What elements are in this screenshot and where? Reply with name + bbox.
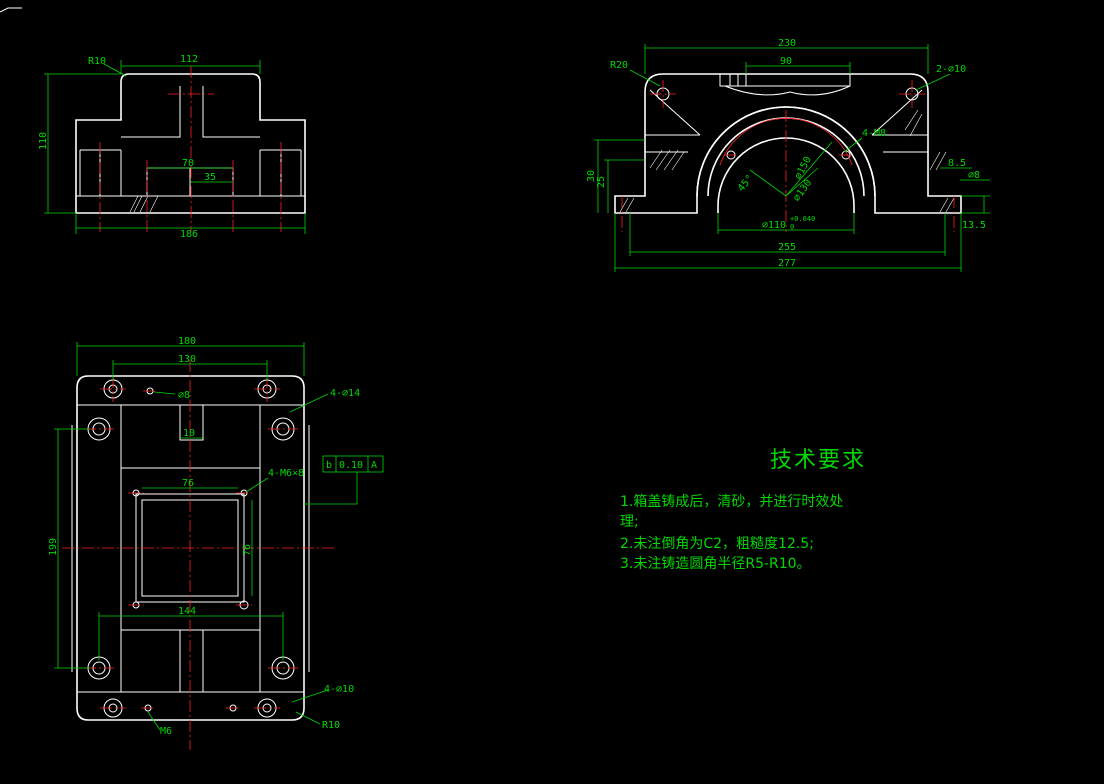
side-outline bbox=[614, 73, 962, 214]
side-dim-277-line bbox=[614, 213, 962, 272]
tolerance-symbol: b bbox=[326, 460, 332, 471]
side-dim-90-line bbox=[745, 62, 851, 74]
top-dim-pin: ⌀8 bbox=[178, 390, 190, 401]
side-centerlines bbox=[621, 80, 955, 232]
side-dim-r20: R20 bbox=[610, 60, 628, 71]
side-view: 230 90 R20 2-⌀10 4-M8 ⌀150 ⌀130 45° ⌀110… bbox=[586, 38, 990, 272]
side-dim-255-line bbox=[629, 213, 946, 256]
side-inner-lines bbox=[645, 89, 928, 153]
top-dim-r10: R10 bbox=[322, 720, 340, 731]
side-hatch bbox=[619, 109, 955, 213]
side-dim-angle: 45° bbox=[736, 173, 756, 194]
side-dim-25: 25 bbox=[596, 176, 607, 188]
side-dim-230: 230 bbox=[778, 38, 796, 49]
front-leader-r10 bbox=[103, 63, 127, 77]
front-dim-112: 112 bbox=[180, 54, 198, 65]
corner-mark bbox=[0, 7, 22, 13]
side-dim-bore: ⌀110 bbox=[762, 220, 786, 231]
side-dim-30-25-lines bbox=[594, 139, 645, 213]
top-tolerance-leader bbox=[304, 472, 358, 505]
tolerance-datum: A bbox=[371, 460, 377, 471]
side-bore-outer bbox=[696, 106, 876, 197]
front-dim-110-line bbox=[44, 73, 121, 214]
top-leaders bbox=[147, 391, 329, 731]
side-leaders bbox=[629, 69, 951, 153]
front-dim-radius: R10 bbox=[88, 56, 106, 67]
notes-title: 技术要求 bbox=[770, 448, 867, 473]
front-dim-70: 70 bbox=[182, 158, 194, 169]
top-dim-m6: M6 bbox=[160, 726, 172, 737]
top-dim-76-v: 76 bbox=[242, 544, 253, 556]
side-bore-leaders bbox=[749, 141, 833, 197]
top-centerlines bbox=[62, 360, 335, 750]
top-dim-holes-large: 4-⌀14 bbox=[330, 388, 360, 399]
side-bolt-circle bbox=[719, 118, 853, 166]
tolerance-frame: b 0.10 A bbox=[322, 455, 384, 473]
side-dim-tol-upper: +0.040 bbox=[790, 215, 815, 223]
side-dim-foot-a: 8.5 bbox=[948, 158, 966, 169]
top-dim-180-line bbox=[76, 342, 305, 376]
top-dim-144: 144 bbox=[178, 606, 196, 617]
top-dim-76: 76 bbox=[182, 478, 194, 489]
front-dim-112-line bbox=[120, 60, 261, 74]
top-dim-76-lines bbox=[142, 487, 253, 596]
side-dim-bore-outer: ⌀150 bbox=[793, 155, 814, 181]
top-view: 180 130 ⌀8 4-⌀14 10 4-M6×8 76 76 199 144… bbox=[48, 336, 384, 750]
notes-item-1-cont: 理; bbox=[620, 514, 639, 530]
side-dim-230-line bbox=[644, 44, 929, 74]
side-dim-foot-b: 13.5 bbox=[962, 220, 986, 231]
top-outline bbox=[76, 375, 305, 721]
notes-item-1: 1.箱盖铸成后，清砂，并进行时效处 bbox=[620, 494, 844, 510]
side-dim-threaded: 4-M8 bbox=[862, 128, 886, 139]
front-dim-186-line bbox=[75, 213, 306, 234]
side-dim-foot-lines bbox=[940, 167, 990, 214]
side-dim-255: 255 bbox=[778, 242, 796, 253]
tolerance-value: 0.10 bbox=[339, 460, 363, 471]
side-dim-tol-lower: 0 bbox=[790, 223, 794, 231]
top-dim-180: 180 bbox=[178, 336, 196, 347]
top-dim-threads: 4-M6×8 bbox=[268, 468, 304, 479]
front-view: 112 R10 110 70 35 186 bbox=[38, 54, 306, 240]
top-dim-144-line bbox=[98, 612, 284, 660]
front-hatch bbox=[129, 195, 159, 213]
top-dim-130: 130 bbox=[178, 354, 196, 365]
notes-item-2: 2.未注倒角为C2，粗糙度12.5; bbox=[620, 536, 814, 552]
front-dim-110: 110 bbox=[38, 132, 49, 150]
side-dim-bore-inner: ⌀130 bbox=[791, 178, 814, 204]
side-dim-110-line bbox=[717, 213, 855, 234]
top-dim-10: 10 bbox=[183, 428, 195, 439]
top-dim-130-line bbox=[112, 360, 268, 380]
front-outline bbox=[75, 73, 306, 214]
side-dim-277: 277 bbox=[778, 258, 796, 269]
side-top-slot bbox=[719, 74, 851, 87]
front-centerlines bbox=[99, 66, 282, 232]
top-dim-holes-small: 4-⌀10 bbox=[324, 684, 354, 695]
side-dim-90: 90 bbox=[780, 56, 792, 67]
side-dim-holes-top: 2-⌀10 bbox=[936, 64, 966, 75]
front-dim-35: 35 bbox=[204, 172, 216, 183]
side-dim-foot-hole: ⌀8 bbox=[968, 170, 980, 181]
side-dim-30: 30 bbox=[586, 170, 597, 182]
top-inner-lines bbox=[71, 404, 310, 693]
side-break-line bbox=[724, 85, 851, 96]
front-dim-186: 186 bbox=[180, 229, 198, 240]
notes-item-3: 3.未注铸造圆角半径R5-R10。 bbox=[620, 556, 811, 572]
top-dim-199-line bbox=[54, 428, 90, 669]
front-dim-70-35-lines bbox=[147, 167, 233, 183]
top-dim-199: 199 bbox=[48, 538, 59, 556]
